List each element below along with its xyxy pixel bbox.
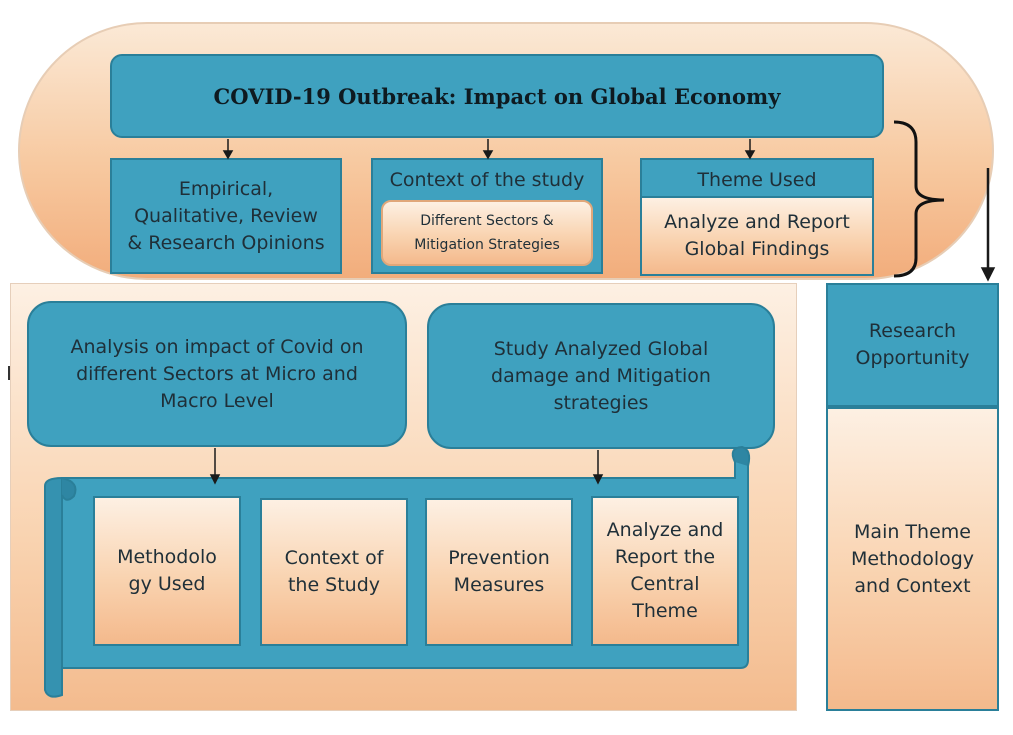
analysis-impact-label: Analysis on impact of Covid on different… xyxy=(70,335,364,412)
scroll-item-label: Methodolo gy Used xyxy=(117,546,217,595)
scroll-item-context: Context of the Study xyxy=(260,498,408,646)
main-theme-box: Main Theme Methodology and Context xyxy=(826,407,999,711)
context-study-box: Context of the study Different Sectors &… xyxy=(371,158,603,274)
context-study-title: Context of the study xyxy=(389,168,585,191)
theme-used-title: Theme Used xyxy=(697,168,817,191)
theme-used-inner-label: Analyze and Report Global Findings xyxy=(664,211,850,260)
title-box: COVID-19 Outbreak: Impact on Global Econ… xyxy=(110,54,884,138)
theme-used-inner: Analyze and Report Global Findings xyxy=(640,196,874,276)
scroll-item-label: Prevention Measures xyxy=(448,547,550,596)
context-study-inner: Different Sectors & Mitigation Strategie… xyxy=(381,200,593,266)
arrow-head-analysis xyxy=(209,474,221,485)
research-opportunity-label: Research Opportunity xyxy=(855,320,970,369)
scroll-item-prevention: Prevention Measures xyxy=(425,498,573,646)
context-study-inner-label: Different Sectors & Mitigation Strategie… xyxy=(414,213,560,253)
global-damage-label: Study Analyzed Global damage and Mitigat… xyxy=(491,337,711,414)
research-opportunity-box: Research Opportunity xyxy=(826,283,999,407)
scroll-item-label: Analyze and Report the Central Theme xyxy=(606,519,724,622)
arrow-head-context xyxy=(482,150,494,160)
theme-used-box: Theme Used Analyze and Report Global Fin… xyxy=(640,158,874,276)
scroll-item-central-theme: Analyze and Report the Central Theme xyxy=(591,496,739,646)
arrow-head-theme xyxy=(744,150,756,160)
main-theme-label: Main Theme Methodology and Context xyxy=(850,520,975,597)
scroll-item-label: Context of the Study xyxy=(284,547,384,596)
scroll-item-methodology: Methodolo gy Used xyxy=(93,496,241,646)
arrow-head-damage xyxy=(592,474,604,485)
arrow-head-research xyxy=(980,267,996,282)
analysis-impact-box: Analysis on impact of Covid on different… xyxy=(27,301,407,447)
arrow-head-empirical xyxy=(222,150,234,160)
curly-brace xyxy=(893,120,945,278)
edge-tick xyxy=(8,366,10,380)
global-damage-box: Study Analyzed Global damage and Mitigat… xyxy=(427,303,775,449)
diagram-title: COVID-19 Outbreak: Impact on Global Econ… xyxy=(213,83,781,109)
empirical-box: Empirical, Qualitative, Review & Researc… xyxy=(110,158,342,274)
empirical-label: Empirical, Qualitative, Review & Researc… xyxy=(127,177,325,254)
